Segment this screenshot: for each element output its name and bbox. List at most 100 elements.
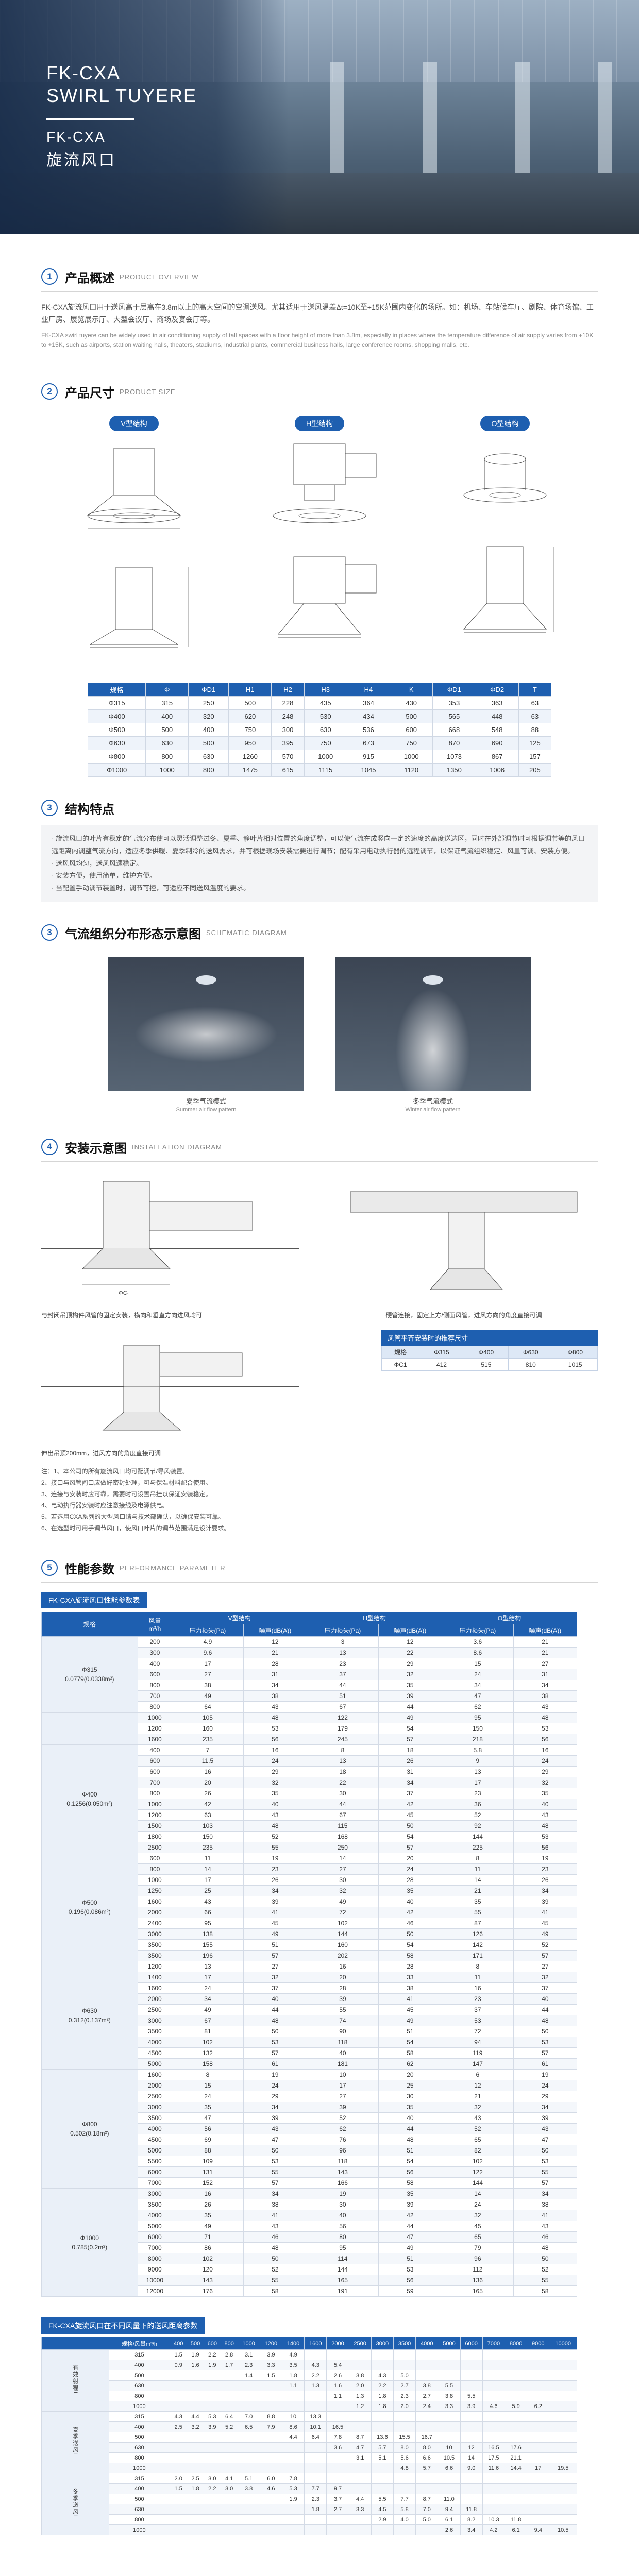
perf-cell: 45 — [378, 1809, 443, 1821]
perf-cell: 8 — [442, 1853, 514, 1864]
throw-cell — [259, 2401, 282, 2412]
perf-cell: 9.6 — [172, 1647, 244, 1658]
section-subtitle: INSTALLATION DIAGRAM — [132, 1143, 222, 1151]
throw-cell: 6.5 — [237, 2421, 260, 2432]
throw-cell: 1.9 — [281, 2494, 305, 2504]
perf-cell: 40 — [307, 2047, 379, 2059]
throw-cell — [549, 2411, 577, 2422]
section-number: 1 — [41, 268, 58, 285]
dim-header-cell: Φ — [145, 683, 189, 697]
throw-cell: 5.5 — [460, 2391, 483, 2401]
perf-cell: 47 — [243, 2134, 308, 2145]
perf-cell: 37 — [513, 1982, 578, 1994]
perf-cell: 49 — [513, 1928, 578, 1940]
perf-cell: 103 — [172, 1820, 244, 1832]
throw-cell — [393, 2483, 416, 2494]
perf-cell: 43 — [513, 2221, 578, 2232]
throw-cell: 5.4 — [326, 2360, 349, 2370]
throw-cell: 1.5 — [170, 2483, 188, 2494]
perf-cell: 43 — [513, 1701, 578, 1713]
perf-cell: 67 — [172, 2015, 244, 2026]
throw-cell — [187, 2463, 204, 2473]
hero-divider — [46, 118, 134, 120]
throw-cell — [504, 2370, 528, 2381]
type-h: H型结构 — [242, 416, 397, 670]
throw-cell: 5.0 — [393, 2370, 416, 2381]
dim-cell: 750 — [304, 736, 347, 750]
throw-cell — [304, 2514, 327, 2525]
throw-cell: 5.7 — [371, 2442, 394, 2453]
throw-cell: 630 — [108, 2504, 171, 2515]
svg-text:ΦC₁: ΦC₁ — [119, 1290, 129, 1296]
structure-bullet: · 安装方便，使用简单，维护方便。 — [52, 872, 156, 879]
perf-cell: 160 — [172, 1723, 244, 1734]
dim-header-cell: H4 — [346, 683, 391, 697]
perf-cell: 138 — [172, 1928, 244, 1940]
throw-cell: 1.8 — [371, 2401, 394, 2412]
perf-header-cell: 压力损失(Pa) — [442, 1624, 514, 1637]
perf-cell: 52 — [442, 2123, 514, 2134]
perf-cell: 44 — [378, 1701, 443, 1713]
perf-cell: 34 — [442, 1680, 514, 1691]
perf-cell: 32 — [243, 1972, 308, 1983]
dim-cell: 63 — [518, 696, 552, 710]
perf-cell: 102 — [307, 1918, 379, 1929]
throw-cell — [170, 2380, 188, 2391]
throw-cell — [203, 2452, 221, 2463]
throw-cell — [348, 2349, 372, 2360]
perf-cell: 12 — [243, 1636, 308, 1648]
perf-cell: 150 — [442, 1723, 514, 1734]
perf-cell: 42 — [378, 1907, 443, 1918]
perf-cell: 131 — [172, 2166, 244, 2178]
throw-cell — [304, 2401, 327, 2412]
perf-cell: 20 — [378, 2069, 443, 2080]
perf-cell: 12000 — [137, 2285, 173, 2297]
throw-cell — [482, 2473, 505, 2484]
throw-cell: 5.3 — [203, 2411, 221, 2422]
dim-cell: 800 — [145, 750, 189, 764]
throw-cell — [438, 2370, 461, 2381]
perf-cell: 28 — [307, 1982, 379, 1994]
perf-cell: 50 — [513, 2145, 578, 2156]
throw-header-cell: 4000 — [415, 2337, 439, 2350]
perf-cell: 41 — [513, 1907, 578, 1918]
perf-cell: 64 — [172, 1701, 244, 1713]
perf-cell: 57 — [378, 1842, 443, 1853]
dim-header-cell: T — [518, 683, 552, 697]
dim-cell: 1000 — [390, 750, 433, 764]
perf-cell: 24 — [513, 1755, 578, 1767]
perf-cell: 59 — [378, 2285, 443, 2297]
perf-cell: 3000 — [137, 2188, 173, 2199]
throw-cell: 2.4 — [415, 2401, 439, 2412]
throw-cell — [259, 2442, 282, 2453]
perf-cell: 49 — [172, 2221, 244, 2232]
throw-cell — [504, 2380, 528, 2391]
throw-cell: 1.3 — [304, 2380, 327, 2391]
perf-cell: 94 — [442, 2037, 514, 2048]
throw-group-cell: 有效射程L — [41, 2349, 109, 2412]
throw-header-cell: 2500 — [348, 2337, 372, 2350]
dim-cell: 565 — [432, 709, 476, 723]
throw-cell — [371, 2360, 394, 2370]
perf-cell: 3000 — [137, 1928, 173, 1940]
throw-cell — [460, 2473, 483, 2484]
perf-cell: 55 — [243, 2275, 308, 2286]
perf-cell: 56 — [513, 1734, 578, 1745]
perf-cell: 47 — [513, 2134, 578, 2145]
throw-cell — [438, 2432, 461, 2443]
perf-cell: 2500 — [137, 2091, 173, 2102]
dim-cell: 250 — [188, 696, 229, 710]
perf-cell: 8.6 — [442, 1647, 514, 1658]
perf-cell: 34 — [243, 2102, 308, 2113]
perf-header-cell: 噪声(dB(A)) — [513, 1624, 578, 1637]
throw-cell: 4.9 — [281, 2349, 305, 2360]
perf-cell: 81 — [172, 2026, 244, 2037]
throw-cell: 6.1 — [438, 2514, 461, 2525]
